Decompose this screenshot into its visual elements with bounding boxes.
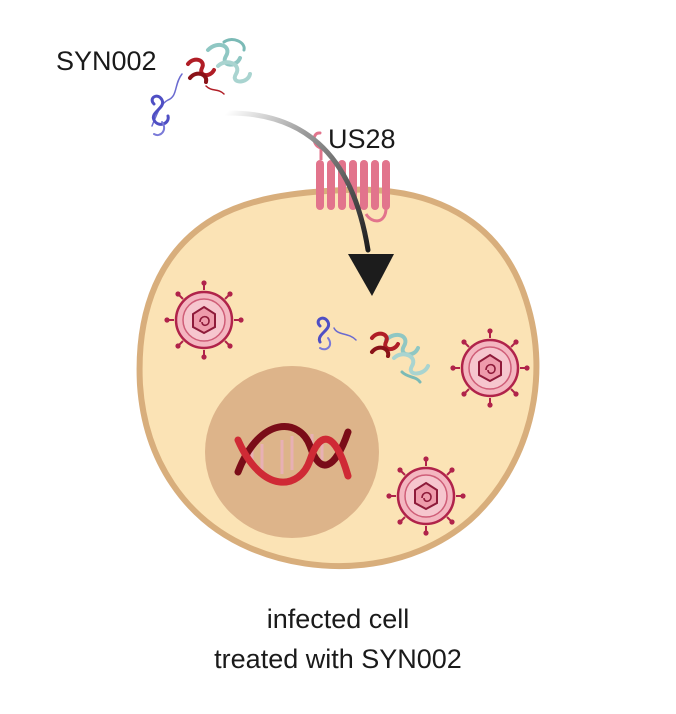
dna-icon [234,423,352,486]
receptor-label: US28 [328,124,396,154]
arrow-icon [223,110,394,296]
receptor-icon [312,131,390,223]
virus-icon [164,280,244,360]
protein-icon [316,316,430,384]
virus-icon [386,456,466,536]
drug-label: SYN002 [56,46,157,76]
caption-line-2: treated with SYN002 [214,644,462,674]
protein-icon [150,38,252,136]
virus-icon [450,328,530,408]
caption-line-1: infected cell [266,604,410,634]
